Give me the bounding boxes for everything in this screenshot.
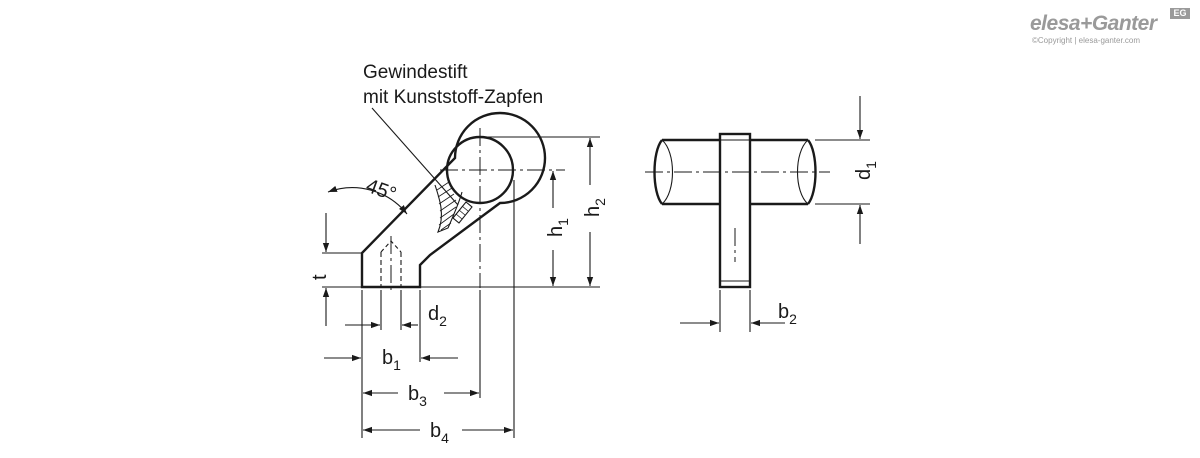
logo-copyright: ©Copyright | elesa-ganter.com [1032,36,1141,45]
label-h1: h1 [545,218,571,237]
side-view [645,96,870,332]
label-d1: d1 [853,161,879,180]
set-screw [452,201,473,224]
elesa-ganter-logo: elesa+Ganter EG ©Copyright | elesa-gante… [1030,8,1190,48]
angle-arc [327,185,408,215]
clamp-side-body [718,132,752,289]
annotation-leader [371,107,459,206]
section-outline [434,184,463,233]
section-hatching [436,181,457,231]
clamp-body-outline [360,111,547,289]
label-h2: h2 [582,198,608,217]
label-t: t [309,274,331,280]
logo-badge: EG [1170,8,1190,19]
front-view [322,107,600,438]
annotation-line-2: mit Kunststoff-Zapfen [363,87,543,108]
threaded-hole-tip [380,240,402,253]
label-b3: b3 [408,383,427,409]
logo-brand-text: elesa+Ganter [1030,12,1157,35]
annotation-line-1: Gewindestift [363,62,468,83]
label-d2: d2 [428,303,447,329]
label-b1: b1 [382,347,401,373]
label-b2: b2 [778,301,797,327]
shaft-break-right [806,139,817,205]
label-b4: b4 [430,420,449,446]
